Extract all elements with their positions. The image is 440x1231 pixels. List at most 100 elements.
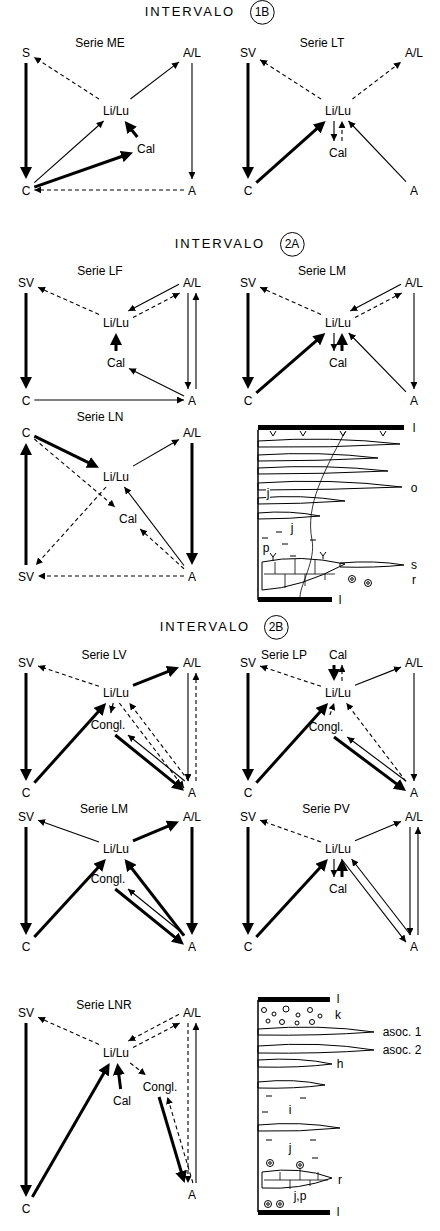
facies-code: A/L — [183, 656, 201, 670]
facies-node: SV — [16, 1003, 36, 1021]
flow-arrow — [413, 293, 414, 389]
series-panel: Serie LVSVCLi/LuCongl.A/LA — [12, 644, 208, 804]
bed-bar — [258, 425, 404, 430]
facies-code: A/L — [183, 426, 201, 440]
circle-outline — [264, 615, 288, 639]
series-heading: Serie LP — [261, 648, 307, 662]
facies-code: SV — [240, 656, 256, 670]
facies-node: Congl. — [89, 869, 128, 887]
facies-node: A — [186, 567, 198, 585]
flow-arrow — [124, 487, 184, 565]
facies-node: SV — [238, 807, 258, 825]
facies-code: Li/Lu — [325, 686, 351, 700]
facies-code: Cal — [113, 1094, 131, 1108]
flow-arrow — [32, 1068, 106, 1197]
flow-arrow — [330, 703, 334, 715]
flow-arrow — [260, 60, 321, 99]
facies-boundary — [300, 432, 345, 597]
flow-arrow — [140, 529, 184, 569]
facies-node: A/L — [403, 807, 425, 825]
facies-code: Cal — [137, 142, 155, 156]
flow-arrow — [128, 735, 185, 781]
facies-node: A — [408, 937, 420, 955]
flow-arrow — [38, 666, 99, 686]
facies-code: A — [188, 786, 196, 800]
flow-arrow — [352, 859, 411, 935]
flow-arrow — [128, 284, 179, 311]
facies-node: Li/Lu — [101, 313, 131, 331]
bed-label: r — [411, 573, 417, 587]
facies-node: Li/Lu — [101, 839, 131, 857]
facies-code: SV — [18, 1006, 34, 1020]
flow-arrow — [195, 293, 196, 389]
facies-code: SV — [240, 46, 256, 60]
flow-arrow — [187, 293, 188, 389]
facies-node: C — [20, 783, 33, 801]
interval-number: 2A — [285, 237, 300, 251]
bed-label: asoc. 2 — [382, 1043, 423, 1057]
facies-node: SV — [238, 653, 258, 671]
series-panel: Serie PVSVCLi/LuCalA/LA — [234, 798, 430, 958]
flow-arrow — [333, 333, 334, 351]
flow-arrow — [195, 673, 196, 781]
flow-arrow — [348, 121, 406, 182]
facies-code: A — [188, 1188, 196, 1202]
flow-arrow — [409, 827, 410, 935]
flow-arrow — [133, 440, 179, 467]
facies-node: C — [20, 423, 33, 441]
series-heading: Serie PV — [302, 802, 349, 816]
facies-node: C — [242, 391, 255, 409]
facies-node: C — [242, 783, 255, 801]
facies-code: Li/Lu — [325, 104, 351, 118]
bed-label: j — [266, 486, 271, 500]
facies-node: Cal — [327, 353, 349, 371]
flow-arrow — [187, 673, 188, 781]
column-upper — [258, 425, 404, 602]
bed-label: h — [336, 1057, 345, 1071]
limestone-lens — [262, 558, 345, 590]
facies-code: A — [410, 940, 418, 954]
facies-code: Cal — [329, 882, 347, 896]
facies-code: A — [188, 184, 196, 198]
flow-arrow — [191, 63, 192, 179]
facies-code: Li/Lu — [103, 1046, 129, 1060]
bed-label: o — [410, 481, 419, 495]
facies-code: C — [22, 786, 31, 800]
flow-arrow — [34, 436, 93, 465]
facies-code: S — [22, 46, 30, 60]
flow-arrow — [115, 735, 179, 787]
bed-label: i — [288, 1103, 293, 1117]
series-heading: Serie ME — [75, 36, 124, 50]
facies-node: C — [242, 181, 255, 199]
flow-arrow — [133, 669, 173, 685]
facies-code: Congl. — [91, 718, 126, 732]
facies-code: SV — [240, 810, 256, 824]
facies-code: C — [244, 940, 253, 954]
facies-node: Li/Lu — [101, 467, 131, 485]
sand-lenses — [258, 1027, 374, 1131]
facies-node: A — [408, 181, 420, 199]
flow-arrow — [256, 707, 324, 782]
bed-label: l — [336, 992, 341, 1006]
facies-code: A — [410, 394, 418, 408]
facies-node: A — [186, 783, 198, 801]
facies-code: Li/Lu — [103, 104, 129, 118]
interval-number: 2B — [269, 620, 284, 634]
facies-code: SV — [18, 656, 34, 670]
flow-arrow — [346, 703, 406, 781]
flow-arrow — [36, 487, 106, 565]
facies-node: SV — [16, 807, 36, 825]
series-heading: Serie LM — [298, 264, 346, 278]
bed-label: l — [336, 1205, 341, 1219]
facies-code: A/L — [405, 810, 423, 824]
bed-bar — [258, 997, 330, 1002]
facies-node: A — [408, 391, 420, 409]
flow-arrow — [340, 865, 343, 877]
facies-node: C — [20, 1199, 33, 1217]
facies-code: A — [188, 940, 196, 954]
series-panel: Serie LTSVCLi/LuCalA/LA — [234, 30, 430, 206]
series-heading: Serie LF — [77, 264, 122, 278]
bed-label: l — [338, 593, 343, 607]
facies-code: SV — [18, 810, 34, 824]
facies-node: A/L — [181, 273, 203, 291]
